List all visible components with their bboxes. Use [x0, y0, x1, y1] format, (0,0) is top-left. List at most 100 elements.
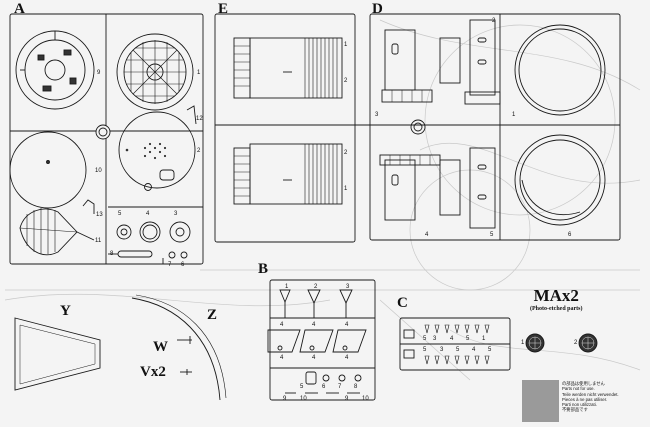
part-number: 4 — [312, 355, 316, 361]
legend-line: 不要部品です — [562, 407, 588, 413]
part-a10-plain-disc — [9, 131, 87, 209]
photo-etch-discs — [525, 333, 598, 353]
photo-etch-part-1: 1 — [521, 340, 525, 346]
sprue-c-frame — [399, 317, 511, 371]
legend-line: Teile werden nicht verwendet. — [562, 391, 619, 397]
part-e1-drum-top — [233, 37, 343, 99]
part-number: 7 — [338, 384, 342, 390]
part-number: 4 — [312, 322, 316, 328]
parts-b4-frames — [267, 329, 367, 353]
part-number: 9 — [345, 396, 349, 402]
part-d3-bracket-top — [381, 29, 461, 103]
part-a12-clip — [186, 105, 197, 125]
sprue-d-frame — [369, 13, 621, 241]
part-number: 3 — [375, 112, 379, 118]
part-number: 10 — [362, 396, 369, 402]
part-number: 2 — [197, 148, 201, 154]
part-w-pin — [177, 336, 192, 344]
legend-line: Parti non utilizzati. — [562, 402, 597, 408]
part-label-v: Vx2 — [140, 364, 166, 380]
legend-line: の部品は使用しません — [562, 381, 605, 386]
sprue-label-e: E — [218, 1, 229, 17]
part-number: 8 — [354, 384, 358, 390]
photo-etch-subtitle: (Photo-etched parts) — [530, 306, 583, 312]
parts-b1-b3-top — [279, 289, 353, 318]
part-number: 3 — [440, 347, 444, 353]
part-number: 10 — [95, 168, 102, 174]
part-number: 1 — [344, 42, 348, 48]
part-d2-box — [464, 19, 501, 105]
part-a11-cone — [19, 208, 95, 256]
part-a13-clip — [82, 199, 95, 214]
part-d4-bracket-bottom — [379, 154, 461, 221]
part-label-w: W — [153, 339, 168, 355]
sprue-label-b: B — [258, 261, 269, 277]
sprue-e-frame — [214, 13, 426, 243]
part-number: 4 — [146, 211, 150, 217]
part-number: 5 — [490, 232, 494, 238]
part-z-arc — [131, 294, 227, 401]
photo-etch-heading: MAx2 (Photo-etched parts) — [530, 287, 583, 312]
parts-a8-a7-a6-small — [108, 250, 188, 264]
unused-parts-swatch — [522, 380, 559, 422]
part-number: 2 — [344, 78, 348, 84]
part-number: 4 — [345, 322, 349, 328]
part-number: 5 — [488, 347, 492, 353]
part-number: 1 — [482, 336, 486, 342]
part-number: 4 — [425, 232, 429, 238]
legend-line: Pieces à ne pas utiliser. — [562, 396, 608, 402]
part-number: 1 — [344, 186, 348, 192]
part-e2-drum-bottom — [233, 143, 343, 205]
part-number: 10 — [300, 396, 307, 402]
part-a2-dotted-disc — [118, 111, 196, 191]
part-number: 11 — [95, 238, 102, 244]
part-number: 2 — [492, 18, 496, 24]
part-number: 8 — [110, 251, 114, 257]
part-label-z: Z — [207, 307, 218, 323]
part-number: 4 — [450, 336, 454, 342]
part-number: 4 — [280, 355, 284, 361]
part-number: 4 — [280, 322, 284, 328]
part-y-panel — [14, 317, 101, 391]
part-number: 6 — [181, 262, 185, 268]
part-number: 5 — [456, 347, 460, 353]
part-number: 7 — [168, 262, 172, 268]
legend-line: Parts not for use. — [562, 386, 595, 392]
part-number: 5 — [118, 211, 122, 217]
parts-b5-b8 — [305, 371, 362, 385]
sprue-label-a: A — [14, 1, 25, 17]
parts-c-grid — [403, 324, 490, 365]
sprue-a-frame — [9, 13, 204, 265]
part-a1-grid-disc — [116, 33, 194, 111]
part-d6-ring-bottom — [514, 134, 606, 226]
part-number: 3 — [346, 284, 350, 290]
photo-etch-part-2: 2 — [574, 340, 578, 346]
part-number: 5 — [466, 336, 470, 342]
part-d5-box — [469, 147, 496, 229]
part-number: 2 — [314, 284, 318, 290]
part-number: 4 — [345, 355, 349, 361]
part-label-y: Y — [60, 303, 71, 319]
part-number: 5 — [300, 384, 304, 390]
part-number: 3 — [433, 336, 437, 342]
unused-parts-legend: の部品は使用しません Parts not for use. Teile werd… — [522, 380, 632, 422]
sprue-b-frame — [269, 279, 376, 401]
photo-etch-title: MAx2 — [533, 286, 579, 305]
part-number: 5 — [423, 336, 427, 342]
part-number: 12 — [196, 116, 203, 122]
part-number: 6 — [322, 384, 326, 390]
part-number: 1 — [512, 112, 516, 118]
part-number: 3 — [174, 211, 178, 217]
part-number: 1 — [285, 284, 289, 290]
sprue-label-d: D — [372, 1, 383, 17]
part-v-pin — [180, 369, 192, 375]
part-number: 1 — [197, 70, 201, 76]
parts-a5-a4-a3-rings — [108, 206, 203, 243]
sprue-label-c: C — [397, 295, 408, 311]
part-number: 5 — [423, 347, 427, 353]
part-number: 9 — [97, 70, 101, 76]
part-d1-ring-top — [514, 24, 606, 116]
part-number: 2 — [344, 150, 348, 156]
part-number: 4 — [472, 347, 476, 353]
